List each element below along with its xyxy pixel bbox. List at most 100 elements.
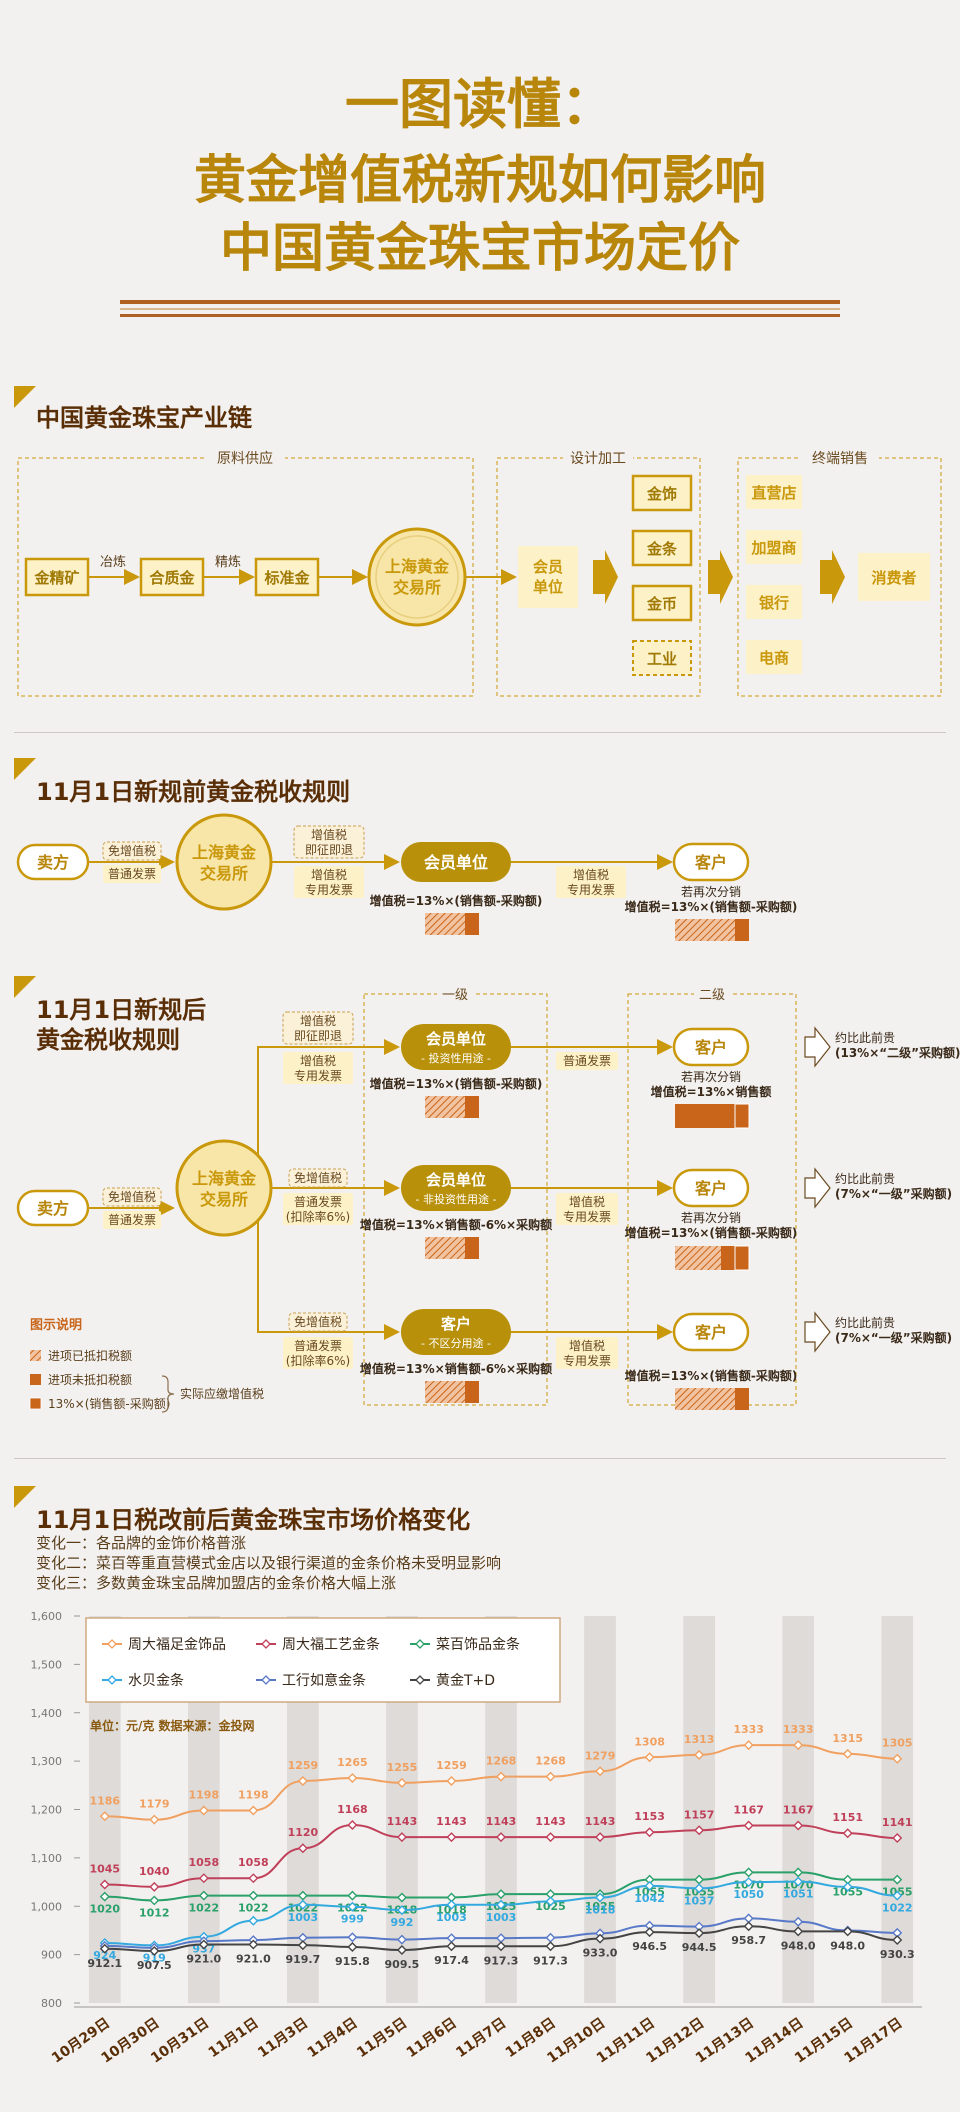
data-label-0: 1333 <box>783 1723 814 1736</box>
svg-text:专用发票: 专用发票 <box>563 1353 611 1368</box>
svg-text:金条: 金条 <box>646 540 678 558</box>
data-label-0: 1198 <box>238 1788 269 1801</box>
svg-text:客户: 客户 <box>695 1038 727 1057</box>
title-underline-2 <box>120 314 840 317</box>
series-point-0 <box>892 1753 903 1764</box>
svg-text:若再次分销: 若再次分销 <box>681 1211 741 1225</box>
series-point-3 <box>446 1899 457 1910</box>
section-marker <box>14 976 36 998</box>
series-point-0 <box>644 1752 655 1763</box>
series-point-5 <box>694 1928 705 1939</box>
data-label-5: 944.5 <box>682 1941 717 1954</box>
series-point-3 <box>297 1899 308 1910</box>
channel-item <box>746 585 802 619</box>
data-label-3: 924 <box>93 1949 116 1962</box>
svg-text:免增值税: 免增值税 <box>108 1189 156 1204</box>
chart-unit-note: 单位：元/克 数据来源：金投网 <box>90 1718 255 1733</box>
series-point-3 <box>694 1883 705 1894</box>
series-point-0 <box>396 1777 407 1788</box>
title-line-1: 一图读懂： <box>345 73 615 136</box>
svg-text:普通发票: 普通发票 <box>108 1212 156 1227</box>
data-label-2: 1012 <box>139 1906 170 1919</box>
data-label-2: 1025 <box>585 1900 616 1913</box>
svg-text:客户: 客户 <box>695 1179 727 1198</box>
series-point-0 <box>347 1773 358 1784</box>
svg-text:增值税: 增值税 <box>300 1013 336 1028</box>
data-label-0: 1255 <box>387 1761 418 1774</box>
series-point-1 <box>694 1825 705 1836</box>
svg-text:- 不区分用途 -: - 不区分用途 - <box>421 1336 491 1350</box>
data-label-3: 1018 <box>585 1904 616 1917</box>
legend-label-3: 水贝金条 <box>128 1672 184 1689</box>
product-item <box>632 640 692 676</box>
series-point-4 <box>446 1933 457 1944</box>
legend-marker-1 <box>261 1639 271 1649</box>
svg-text:(扣除率6%): (扣除率6%) <box>286 1353 350 1368</box>
industry-chain-diagram: 原料供应 设计加工 终端销售 金精矿 冶炼 合质金 精炼 标准金 上海黄金 交易… <box>17 450 942 697</box>
svg-text:即征即退: 即征即退 <box>305 843 353 857</box>
svg-text:若再次分销: 若再次分销 <box>681 885 741 899</box>
svg-text:普通发票: 普通发票 <box>294 1338 342 1353</box>
data-label-3: 1022 <box>882 1902 913 1915</box>
arrow-to-consumer <box>820 550 845 604</box>
node-consumer <box>858 553 930 601</box>
data-label-5: 917.3 <box>533 1954 568 1967</box>
series-point-2 <box>743 1867 754 1878</box>
series-point-5 <box>496 1941 506 1952</box>
node-member-chain <box>518 546 578 608</box>
series-point-5 <box>545 1941 556 1952</box>
series-point-1 <box>198 1873 209 1884</box>
y-tick-label: 1,300 <box>31 1755 63 1768</box>
svg-text:金精矿: 金精矿 <box>33 569 79 587</box>
series-point-5 <box>198 1939 209 1950</box>
svg-text:约比此前贵: 约比此前贵 <box>835 1315 895 1330</box>
series-point-3 <box>496 1899 506 1910</box>
svg-text:约比此前贵: 约比此前贵 <box>835 1030 895 1045</box>
data-label-3: 1050 <box>733 1888 764 1901</box>
y-tick-label: 1,500 <box>31 1658 63 1671</box>
group-retail-label: 终端销售 <box>812 451 868 467</box>
svg-text:会员: 会员 <box>533 558 563 576</box>
svg-text:实际应缴增值税: 实际应缴增值税 <box>180 1386 264 1401</box>
svg-text:增值税=13%×(销售额-采购额): 增值税=13%×(销售额-采购额) <box>625 899 798 914</box>
group-design-label: 设计加工 <box>570 451 626 467</box>
series-point-1 <box>842 1828 853 1839</box>
series-point-1 <box>892 1833 903 1844</box>
data-label-3: 992 <box>390 1916 413 1929</box>
data-label-3: 999 <box>341 1913 364 1926</box>
data-label-1: 1143 <box>486 1815 517 1828</box>
title-line-3: 中国黄金珠宝市场定价 <box>219 219 740 279</box>
series-point-1 <box>149 1881 160 1892</box>
product-item <box>631 529 693 567</box>
svg-text:金币: 金币 <box>646 595 677 613</box>
series-point-5 <box>396 1945 407 1956</box>
series-point-1 <box>347 1819 358 1830</box>
y-tick-label: 1,600 <box>31 1610 63 1623</box>
data-label-1: 1143 <box>387 1815 418 1828</box>
svg-text:单位: 单位 <box>533 578 563 596</box>
series-point-1 <box>644 1827 655 1838</box>
legend-label-0: 周大福足金饰品 <box>128 1637 226 1653</box>
series-point-4 <box>347 1932 358 1943</box>
svg-text:(7%×“一级”采购额): (7%×“一级”采购额) <box>835 1330 952 1345</box>
change-line-1: 变化一：各品牌的金饰价格普涨 <box>36 1535 247 1552</box>
svg-text:增值税: 增值税 <box>569 1338 605 1353</box>
section-title-prices: 11月1日税改前后黄金珠宝市场价格变化 <box>36 1506 471 1534</box>
y-tick-label: 1,400 <box>31 1707 63 1720</box>
series-point-1 <box>297 1843 308 1854</box>
series-point-5 <box>793 1926 804 1937</box>
svg-text:上海黄金: 上海黄金 <box>385 557 450 576</box>
svg-text:(7%×“一级”采购额): (7%×“一级”采购额) <box>835 1186 952 1201</box>
svg-text:增值税: 增值税 <box>300 1053 336 1068</box>
x-tick-label: 11月3日 <box>255 2015 311 2061</box>
svg-text:(扣除率6%): (扣除率6%) <box>286 1209 350 1224</box>
svg-text:客户: 客户 <box>695 1323 727 1342</box>
channel-item <box>746 475 802 509</box>
svg-text:银行: 银行 <box>759 594 789 612</box>
svg-text:电商: 电商 <box>759 649 789 667</box>
data-label-3: 1042 <box>634 1892 665 1905</box>
data-label-5: 912.1 <box>87 1957 122 1970</box>
y-tick-label: 1,000 <box>31 1900 63 1913</box>
series-point-0 <box>198 1805 209 1816</box>
series-point-3 <box>644 1880 655 1891</box>
